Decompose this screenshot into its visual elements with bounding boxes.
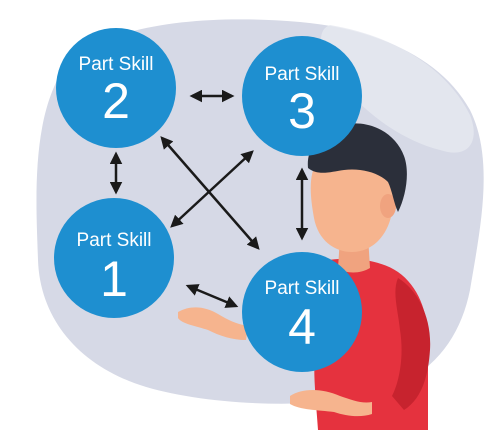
skill-number-1: 1 [100, 251, 128, 307]
person-right-hand [290, 390, 372, 417]
skill-number-4: 4 [288, 299, 316, 355]
skill-number-2: 2 [102, 73, 130, 129]
skill-circle-3 [242, 36, 362, 156]
skill-node-3: Part Skill 3 [242, 36, 362, 156]
skill-circle-1 [54, 198, 174, 318]
skill-label-2: Part Skill [79, 54, 154, 75]
background-blob-highlight [320, 25, 474, 153]
person-left-hand [178, 307, 248, 340]
skill-circle-4 [242, 252, 362, 372]
skill-circle-2 [56, 28, 176, 148]
skill-label-4: Part Skill [265, 278, 340, 299]
skill-node-4: Part Skill 4 [242, 252, 362, 372]
person-head [310, 148, 394, 252]
skill-label-1: Part Skill [77, 230, 152, 251]
arrow-1-4 [185, 284, 239, 308]
person-right-sleeve [392, 278, 431, 410]
skill-label-3: Part Skill [265, 64, 340, 85]
skill-number-3: 3 [288, 83, 316, 139]
skill-node-2: Part Skill 2 [56, 28, 176, 148]
arrows [109, 89, 309, 308]
skill-node-1: Part Skill 1 [54, 198, 174, 318]
arrow-3-1 [170, 150, 254, 228]
person-ear [380, 194, 396, 218]
